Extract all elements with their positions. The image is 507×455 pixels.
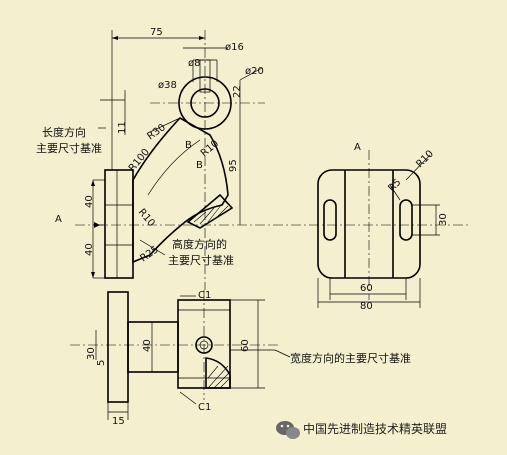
length-datum-line2: 主要尺寸基准 (36, 141, 102, 155)
dim-40-upper: 40 (84, 195, 95, 208)
width-datum-label: 宽度方向的主要尺寸基准 (290, 351, 411, 365)
slot-left (323, 199, 337, 241)
view-arrow-a-left: A (55, 214, 62, 225)
dim-phi20: ø20 (245, 66, 264, 77)
dim-phi16: ø16 (225, 42, 244, 53)
top-base (107, 291, 129, 403)
chamfer-c1-top: C1 (198, 290, 211, 301)
dim-5: 5 (96, 360, 107, 366)
dim-30-side: 30 (438, 213, 449, 226)
view-label-a: A (354, 142, 361, 153)
top-view (70, 290, 291, 420)
dim-phi38: ø38 (158, 80, 177, 91)
height-datum-line1: 高度方向的 (172, 237, 227, 251)
dim-60-side: 60 (360, 283, 373, 294)
dim-11: 11 (117, 121, 128, 134)
label-b-arm: B (196, 160, 203, 171)
dim-30-top: 30 (86, 347, 97, 360)
dim-22: 22 (232, 85, 243, 98)
dim-phi8: ø8 (188, 58, 200, 69)
dim-60-top: 60 (240, 339, 251, 352)
dim-95: 95 (228, 159, 239, 172)
label-b-top: B (185, 140, 192, 151)
chamfer-c1-bottom: C1 (198, 402, 211, 413)
dim-r10-c: R10 (414, 148, 436, 170)
front-view (75, 30, 470, 290)
watermark-text: 中国先进制造技术精英联盟 (303, 421, 447, 436)
dim-75: 75 (150, 27, 163, 38)
side-view (317, 150, 440, 308)
wechat-icon (276, 421, 300, 439)
top-arm (127, 321, 179, 373)
dim-40-lower: 40 (84, 243, 95, 256)
dim-15: 15 (112, 416, 125, 427)
dim-r10-b: R10 (136, 207, 157, 229)
dim-r5: R5 (386, 177, 403, 194)
dim-r10-a: R10 (199, 138, 221, 159)
base-plate (104, 169, 134, 279)
slot-right (399, 199, 413, 241)
length-datum-line1: 长度方向 (42, 125, 86, 139)
dim-40-top: 40 (142, 339, 153, 352)
height-datum-line2: 主要尺寸基准 (168, 253, 234, 267)
dim-80-side: 80 (360, 301, 373, 312)
rib-section (186, 193, 234, 229)
